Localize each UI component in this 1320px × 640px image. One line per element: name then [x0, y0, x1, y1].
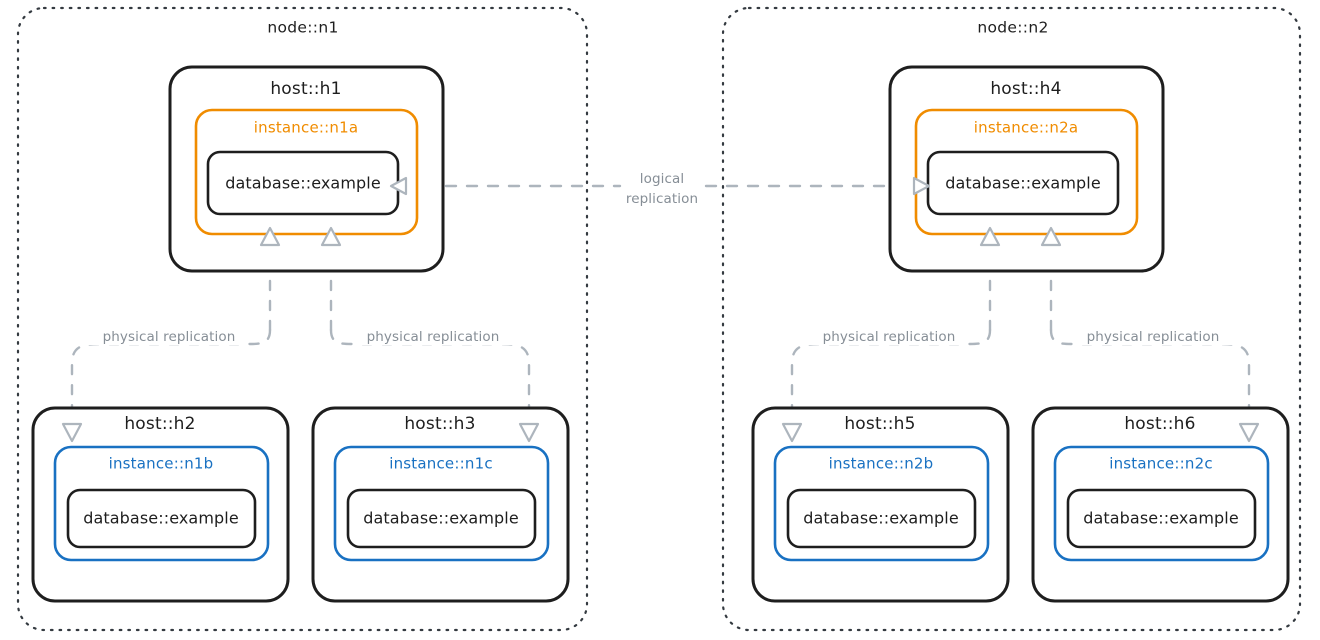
host-label-h4: host::h4: [990, 79, 1061, 99]
edge-phys-n1c-arrow-down-overlay: [518, 422, 540, 443]
host-label-h3: host::h3: [404, 414, 475, 434]
edge-phys-n1b-label-bg: [88, 327, 248, 345]
host-group-h1[interactable]: host::h1 instance::n1a database::example: [168, 65, 445, 273]
edge-phys-n2c-label-bg: [1073, 327, 1233, 345]
host-label-h6: host::h6: [1124, 414, 1195, 434]
host-group-h3[interactable]: host::h3 instance::n1c database::example: [311, 406, 570, 603]
node-border-n1: [16, 6, 589, 632]
edge-phys-n2b-label: physical replication: [823, 329, 956, 345]
instance-label-n1b: instance::n1b: [109, 455, 214, 473]
edge-logical-arrow-right-overlay: [912, 176, 931, 196]
edge-logical-arrow-left-overlay: [389, 176, 408, 196]
instance-box-n2b[interactable]: [773, 445, 990, 562]
instance-box-n2c[interactable]: [1053, 445, 1270, 562]
instance-label-n1c: instance::n1c: [389, 455, 493, 473]
host-label-h5: host::h5: [844, 414, 915, 434]
host-group-h2[interactable]: host::h2 instance::n1b database::example: [31, 406, 290, 603]
edge-phys-n1c-label-bg: [353, 327, 513, 345]
instance-box-n1c[interactable]: [333, 445, 550, 562]
edge-phys-n1c-label: physical replication: [367, 329, 500, 345]
edge-phys-n2b-label-bg: [808, 327, 968, 345]
host-group-h5[interactable]: host::h5 instance::n2b database::example: [751, 406, 1010, 603]
database-label-h4: database::example: [945, 174, 1101, 193]
database-box-h4[interactable]: [926, 150, 1120, 216]
edge-logical-label-line2: replication: [626, 191, 698, 207]
instance-label-n2b: instance::n2b: [829, 455, 934, 473]
edge-phys-n2c-arrow-down-overlay: [1238, 422, 1260, 443]
edge-phys-n2b-arrow-up-overlay: [979, 226, 1001, 247]
instance-label-n2a: instance::n2a: [974, 119, 1079, 137]
database-box-h5[interactable]: [786, 488, 977, 549]
edge-phys-n1c-arrow-up-overlay: [320, 226, 342, 247]
database-label-h5: database::example: [803, 509, 959, 528]
instance-box-n1b[interactable]: [53, 445, 270, 562]
host-label-h1: host::h1: [270, 79, 341, 99]
database-label-h3: database::example: [363, 509, 519, 528]
edge-phys-n2c-arrow-up-overlay: [1040, 226, 1062, 247]
edge-logical-label-line1: logical: [640, 171, 684, 187]
database-label-h1: database::example: [225, 174, 381, 193]
instance-label-n2c: instance::n2c: [1109, 455, 1213, 473]
database-box-h6[interactable]: [1066, 488, 1257, 549]
edge-logical-replication[interactable]: logical replication: [389, 171, 931, 207]
edge-phys-n1b-arrow-down-overlay: [61, 422, 83, 443]
edge-phys-n2c-label: physical replication: [1087, 329, 1220, 345]
edge-phys-n2b-arrow-down-overlay: [781, 422, 803, 443]
node-border-n2: [721, 6, 1302, 632]
node-group-n2[interactable]: node::n2: [721, 6, 1302, 632]
instance-box-n2a[interactable]: [914, 108, 1139, 236]
database-label-h6: database::example: [1083, 509, 1239, 528]
edge-phys-n1b-label: physical replication: [103, 329, 236, 345]
database-box-h3[interactable]: [346, 488, 537, 549]
instance-box-n1a[interactable]: [194, 108, 419, 236]
node-label-n2: node::n2: [977, 19, 1048, 37]
host-group-h4[interactable]: host::h4 instance::n2a database::example: [888, 65, 1165, 273]
edge-phys-n1b-arrow-up-overlay: [259, 226, 281, 247]
host-label-h2: host::h2: [124, 414, 195, 434]
database-box-h2[interactable]: [66, 488, 257, 549]
node-label-n1: node::n1: [267, 19, 338, 37]
node-group-n1[interactable]: node::n1: [16, 6, 589, 632]
database-label-h2: database::example: [83, 509, 239, 528]
host-group-h6[interactable]: host::h6 instance::n2c database::example: [1031, 406, 1290, 603]
instance-label-n1a: instance::n1a: [254, 119, 359, 137]
overlay-arrowheads: [61, 176, 1260, 443]
